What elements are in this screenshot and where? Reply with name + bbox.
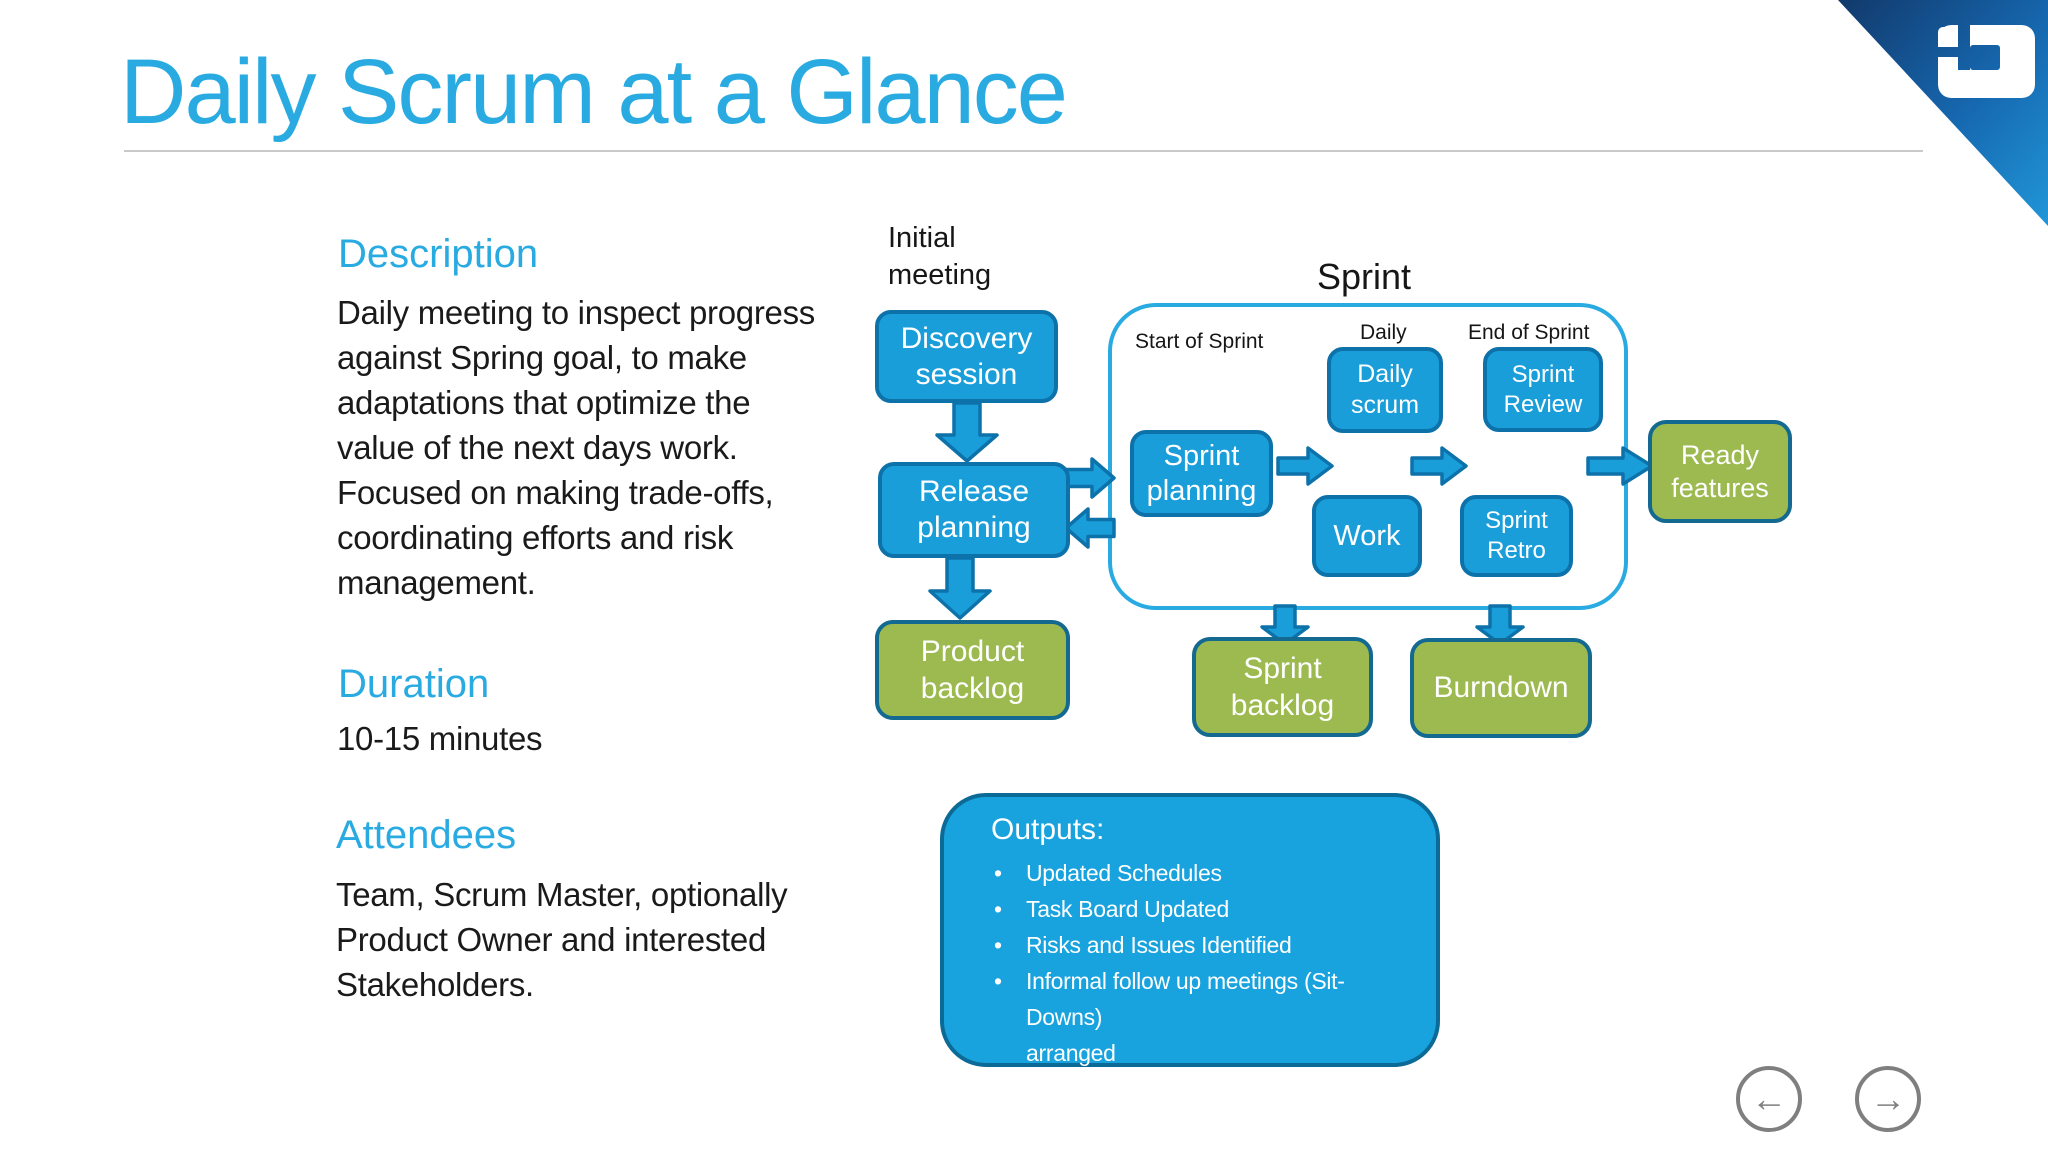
node-work: Work	[1312, 495, 1422, 577]
outputs-item: Updated Schedules	[992, 855, 1420, 891]
node-sprint-backlog: Sprint backlog	[1192, 637, 1373, 737]
flow-arrow-daily-to-review	[1410, 446, 1468, 486]
node-daily-scrum: Daily scrum	[1327, 347, 1443, 433]
flow-arrow-release-to-sprint	[1064, 457, 1116, 499]
duration-body: 10-15 minutes	[337, 720, 543, 757]
start-of-sprint-label: Start of Sprint	[1135, 330, 1264, 353]
description-body: Daily meeting to inspect progress agains…	[337, 294, 815, 601]
prev-slide-button[interactable]: ←	[1736, 1066, 1802, 1132]
node-ready-features: Ready features	[1648, 420, 1792, 523]
flow-arrow-discovery-to-release	[935, 401, 999, 463]
duration-heading: Duration	[338, 662, 490, 706]
outputs-list: Updated Schedules Task Board Updated Ris…	[944, 855, 1436, 1071]
flow-arrow-to-burndown	[1475, 604, 1525, 646]
title-divider	[124, 150, 1923, 152]
brand-logo-icon	[1838, 0, 2048, 226]
outputs-heading: Outputs:	[991, 813, 1105, 846]
description-heading: Description	[338, 232, 539, 276]
flow-arrow-release-to-backlog	[928, 556, 992, 620]
outputs-item: Informal follow up meetings (Sit-Downs) …	[992, 963, 1420, 1071]
node-sprint-planning: Sprint planning	[1130, 430, 1273, 517]
prev-arrow-icon: ←	[1751, 1078, 1787, 1119]
flow-arrow-to-sprint-backlog	[1260, 604, 1310, 646]
outputs-item: Task Board Updated	[992, 891, 1420, 927]
attendees-body: Team, Scrum Master, optionally Product O…	[336, 876, 788, 1003]
initial-meeting-label: Initial meeting	[888, 222, 992, 291]
outputs-box: Outputs: Updated Schedules Task Board Up…	[940, 793, 1440, 1067]
attendees-heading: Attendees	[336, 813, 517, 857]
flow-arrow-sprint-to-release	[1064, 507, 1116, 549]
page-title: Daily Scrum at a Glance	[120, 41, 1068, 143]
flow-arrow-sprint-to-ready	[1586, 446, 1654, 486]
node-discovery-session: Discovery session	[875, 310, 1058, 403]
end-of-sprint-label: End of Sprint	[1468, 321, 1590, 344]
node-product-backlog: Product backlog	[875, 620, 1070, 720]
node-burndown: Burndown	[1410, 638, 1592, 738]
node-sprint-retro: Sprint Retro	[1460, 495, 1573, 577]
node-sprint-review: Sprint Review	[1483, 347, 1603, 432]
sprint-label: Sprint	[1317, 256, 1412, 297]
daily-label: Daily	[1360, 321, 1407, 344]
node-release-planning: Release planning	[878, 462, 1070, 558]
next-arrow-icon: →	[1870, 1078, 1906, 1119]
flow-arrow-planning-to-daily	[1276, 446, 1334, 486]
next-slide-button[interactable]: →	[1855, 1066, 1921, 1132]
outputs-item: Risks and Issues Identified	[992, 927, 1420, 963]
